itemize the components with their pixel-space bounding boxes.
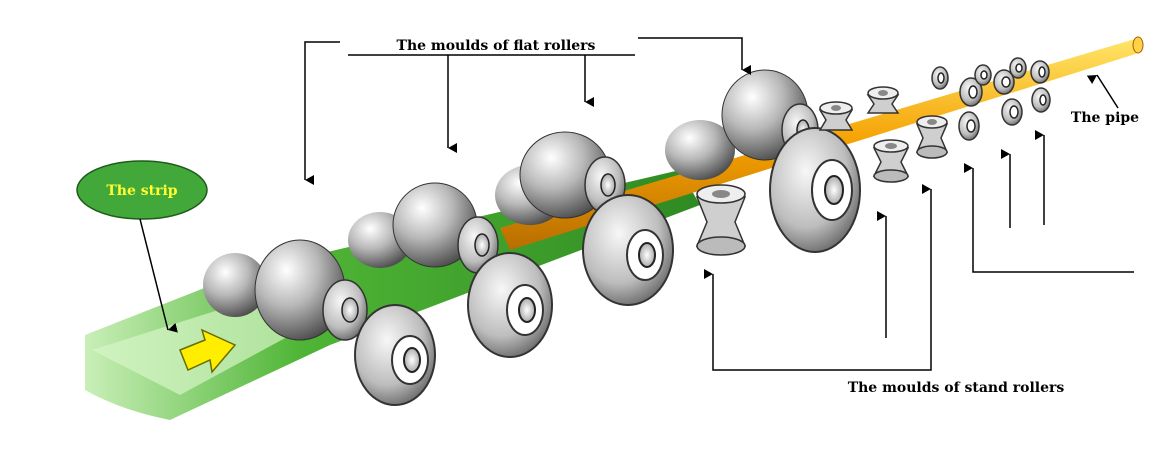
disc-roller-1 xyxy=(354,304,436,406)
stand-roller-1 xyxy=(695,184,747,256)
disc-roller-4 xyxy=(769,127,861,253)
stand-roller-2 xyxy=(872,139,910,183)
flat-rollers-label: The moulds of flat rollers xyxy=(397,38,596,54)
flat-rollers-leaders xyxy=(304,37,751,185)
pipe-leader xyxy=(1086,74,1119,109)
pipe-end xyxy=(1132,36,1144,54)
strip-label: The strip xyxy=(106,183,177,199)
stand-rollers-label: The moulds of stand rollers xyxy=(848,380,1065,396)
strip-label-oval xyxy=(76,160,208,220)
disc-roller-2 xyxy=(467,252,553,358)
stand-roller-5 xyxy=(866,86,900,114)
pipe-label: The pipe xyxy=(1071,110,1139,126)
flat-roller-1 xyxy=(254,239,368,341)
sizing-rollers xyxy=(931,57,1051,141)
disc-roller-3 xyxy=(582,194,674,306)
stand-roller-3 xyxy=(915,115,949,159)
direction-arrow-icon xyxy=(179,328,237,374)
back-roller-4 xyxy=(665,120,735,180)
back-roller-1 xyxy=(203,253,267,317)
stand-rollers-leaders xyxy=(704,130,1134,371)
sizing-roller-hubs xyxy=(937,63,1047,133)
strip-leader xyxy=(139,218,178,333)
stand-roller-4 xyxy=(818,101,854,131)
